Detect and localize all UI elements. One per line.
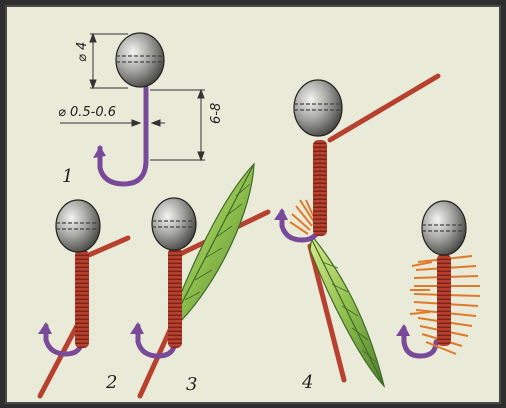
thread-wrap [75,250,89,348]
panel-number-4: 4 [301,372,313,393]
panel-number-2: 2 [105,372,117,393]
lead-head [422,201,466,255]
lead-head [116,33,164,87]
thread-wrap [168,248,182,348]
thread-wrap [313,140,327,236]
panel-number-3: 3 [186,374,197,395]
shank-length-label: 6-8 [209,103,224,124]
thread-wrap [437,254,451,346]
wire-diameter-label: ⌀ 0.5-0.6 [58,105,116,120]
lead-head [56,200,100,252]
lead-head [294,80,342,136]
lead-head [152,198,196,250]
panel-number-1: 1 [62,166,73,187]
head-diameter-label: ⌀ 4 [75,42,90,62]
